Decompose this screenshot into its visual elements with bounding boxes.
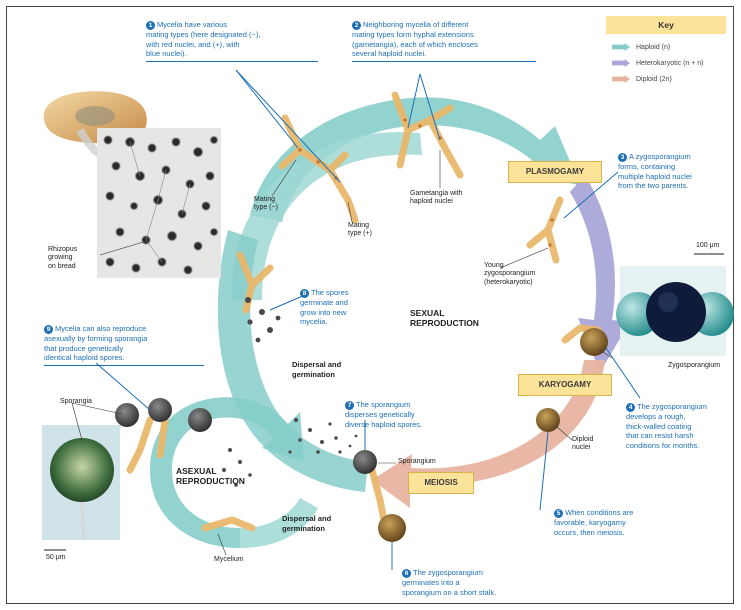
plasmogamy-box: PLASMOGAMY [508,161,602,183]
key-item-diploid: Diploid (2n) [612,75,672,83]
zygosporangium-ball [536,408,560,432]
key-item-heterokaryotic: Heterokaryotic (n + n) [612,59,704,67]
zygosporangium-label: Zygosporangium [668,362,720,370]
step-1-rule [146,61,318,62]
rhizopus-label: Rhizopus growing on bread [48,246,77,271]
legend-key: Key Haploid (n) Heterokaryotic (n + n) D… [606,16,726,120]
scale-50-label: 50 μm [46,554,66,562]
key-title: Key [606,16,726,34]
karyogamy-box: KARYOGAMY [518,374,612,396]
key-item-haploid: Haploid (n) [612,43,670,51]
sporangium-ball [188,408,212,432]
mating-minus-label: Mating type (−) [254,196,278,213]
dispersal-germination-bottom: Dispersal and germination [282,514,331,534]
sporangium-ball [353,450,377,474]
mating-plus-label: Mating type (+) [348,222,372,239]
haploid-swatch [612,43,630,51]
dispersal-germination-top: Dispersal and germination [292,360,341,380]
diploid-swatch [612,75,630,83]
asexual-reproduction-title: ASEXUAL REPRODUCTION [176,466,245,486]
step-2-rule [352,61,536,62]
zygosporangium-ball [378,514,406,542]
diploid-nuclei-label: Diploid nuclei [572,436,593,453]
step-9-rule [44,365,204,366]
young-zygosporangium-label: Young zygosporangium (heterokaryotic) [484,262,535,287]
sporangium-ball [115,403,139,427]
sporangium-micrograph [42,425,120,540]
rhizopus-micrograph [97,128,221,278]
zygosporangium-ball [580,328,608,356]
sporangia-label: Sporangia [60,398,92,406]
scale-100-label: 100 μm [696,242,720,250]
meiosis-box: MEIOSIS [408,472,474,494]
sporangium-ball [148,398,172,422]
gametangia-label: Gametangia with haploid nuclei [410,190,463,207]
sexual-reproduction-title: SEXUAL REPRODUCTION [410,308,479,328]
zygosporangium-micrograph [616,266,734,356]
sporangium-label: Sporangium [398,458,436,466]
mycelium-label: Mycelium [214,556,244,564]
heterokaryotic-swatch [612,59,630,67]
